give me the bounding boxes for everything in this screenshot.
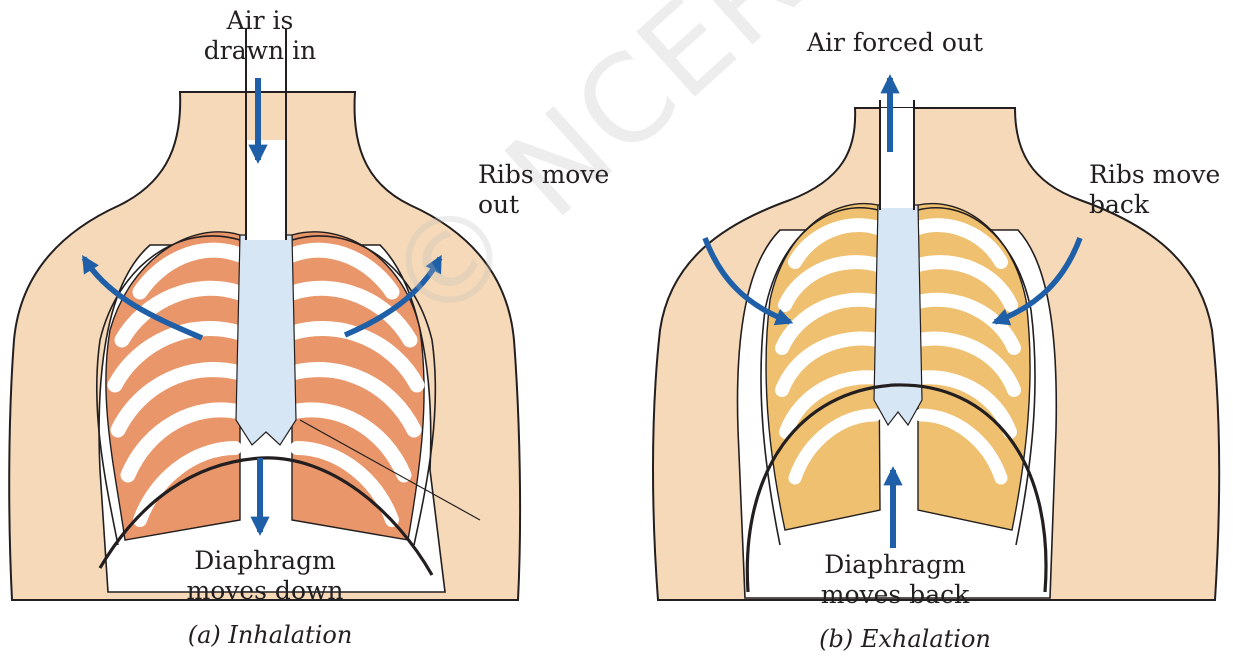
air-forced-out-label: Air forced out [800,28,990,58]
ribs-move-out-line2: out [478,190,609,220]
exhalation-figure [653,78,1219,600]
inhalation-sternum [236,235,296,445]
inhalation-caption: (a) Inhalation [170,620,370,650]
ribs-move-out-label: Ribs move out [478,160,609,220]
diaphragm-moves-down-label: Diaphragm moves down [180,546,350,606]
exhalation-caption: (b) Exhalation [805,624,1005,654]
diaphragm-back-line1: Diaphragm [810,550,980,580]
diaphragm-moves-back-label: Diaphragm moves back [810,550,980,610]
ribs-move-back-line1: Ribs move [1089,160,1220,190]
diaphragm-down-line2: moves down [180,576,350,606]
diaphragm-down-line1: Diaphragm [180,546,350,576]
exhalation-trachea-fill [881,108,913,208]
ribs-move-back-line2: back [1089,190,1220,220]
inhalation-trachea-fill [247,140,285,240]
ribs-move-out-line1: Ribs move [478,160,609,190]
air-drawn-in-label: Air is drawn in [190,6,330,66]
air-drawn-in-line2: drawn in [190,36,330,66]
ribs-move-back-label: Ribs move back [1089,160,1220,220]
exhalation-sternum [874,205,922,425]
air-drawn-in-line1: Air is [190,6,330,36]
diaphragm-back-line2: moves back [810,580,980,610]
inhalation-figure [9,28,520,600]
